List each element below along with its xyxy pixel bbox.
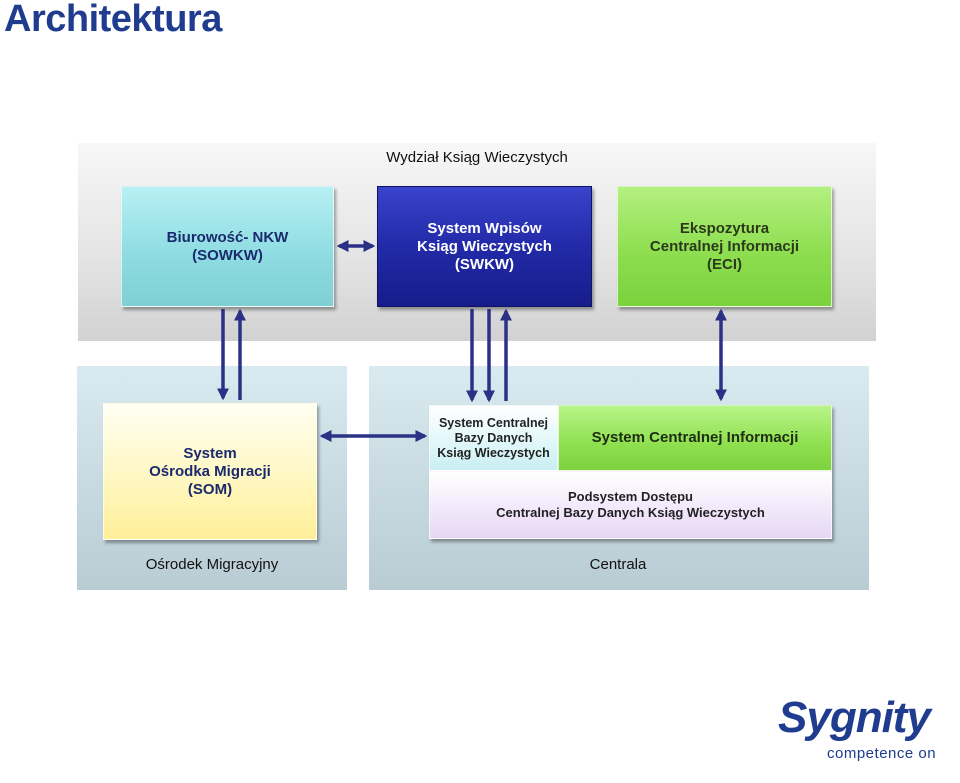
box-som: System Ośrodka Migracji (SOM) [103, 403, 317, 540]
box-swkw: System Wpisów Ksiąg Wieczystych (SWKW) [377, 186, 592, 307]
slide-title: Architektura [4, 0, 222, 40]
box-sowkw-label: Biurowość- NKW (SOWKW) [166, 228, 289, 264]
box-eci: Ekspozytura Centralnej Informacji (ECI) [617, 186, 832, 307]
box-sci-label: System Centralnej Informacji [591, 429, 799, 446]
box-sci: System Centralnej Informacji [558, 405, 832, 471]
logo-name: Sygnity [778, 693, 931, 742]
box-swkw-label: System Wpisów Ksiąg Wieczystych (SWKW) [417, 219, 552, 273]
panel-centrala-label: Centrala [589, 556, 647, 573]
box-sowkw: Biurowość- NKW (SOWKW) [121, 186, 334, 307]
box-scbd: System Centralnej Bazy Danych Ksiąg Wiec… [429, 405, 558, 471]
sygnity-logo: Sygnity competence on [778, 693, 948, 773]
panel-osrodek-label: Ośrodek Migracyjny [145, 556, 279, 573]
box-eci-label: Ekspozytura Centralnej Informacji (ECI) [649, 219, 800, 273]
box-pod: Podsystem Dostępu Centralnej Bazy Danych… [429, 471, 832, 539]
box-som-label: System Ośrodka Migracji (SOM) [149, 444, 271, 498]
logo-tagline: competence on [827, 745, 937, 762]
box-pod-label: Podsystem Dostępu Centralnej Bazy Danych… [496, 489, 765, 520]
box-scbd-label: System Centralnej Bazy Danych Ksiąg Wiec… [437, 415, 550, 460]
panel-wydzial-label: Wydział Ksiąg Wieczystych [386, 149, 568, 166]
